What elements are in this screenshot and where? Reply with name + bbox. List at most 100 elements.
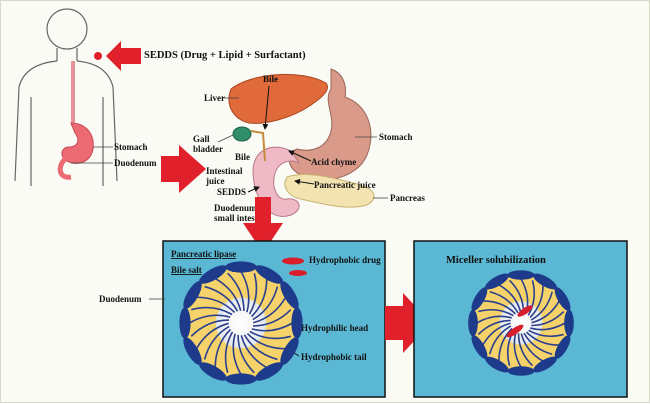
hydrophobic-tail (513, 332, 522, 368)
hydrophilic-head (485, 273, 509, 290)
intestinal-juice-label-1: Intestinal (206, 166, 243, 176)
hydrophobic-tail (528, 329, 564, 338)
hydrophilic-head (255, 362, 283, 381)
hydrophobic-tail (523, 332, 553, 355)
bile-side-label: Bile (235, 152, 250, 162)
hydrophilic-head (291, 307, 303, 339)
hydrophilic-head (179, 307, 191, 339)
hydrophobic-tail (530, 322, 566, 331)
gall-bladder (232, 126, 252, 142)
hydrophilic-head (280, 281, 299, 309)
hydrophobic-tail (203, 325, 230, 360)
hydrophobic-tail (498, 284, 522, 313)
micelle-left (179, 261, 303, 385)
gall-leader (217, 134, 234, 143)
hydrophilic-head (507, 270, 535, 280)
sedds-arrow (247, 186, 260, 193)
hydrophilic-head (199, 362, 227, 381)
hydrophobic-tail (530, 291, 553, 321)
hydrophilic-head (225, 261, 257, 273)
solubilization-arrow (385, 293, 431, 353)
hydrophobic-tail (240, 271, 250, 313)
hydrophobic-tail (253, 296, 287, 324)
hydrophilic-head (225, 373, 257, 385)
duodenum-small-label-2: small intestine (214, 213, 269, 223)
human-body-outline (14, 8, 118, 186)
hydrophobic-tail (489, 291, 519, 314)
hydrophobic-tail (525, 331, 560, 346)
acid-chyme-label: Acid chyme (311, 157, 356, 167)
hydrophilic-head (199, 265, 227, 284)
hydrophilic-head (183, 281, 202, 309)
hydrophilic-head (507, 366, 535, 376)
hydrophobic-tail (252, 286, 279, 321)
hydrophobic-tail (214, 328, 232, 368)
hydrophilic-head (564, 309, 574, 337)
micelle-title: Miceller solubilization (446, 255, 546, 266)
hydrophilic-head (183, 337, 202, 365)
hydrophilic-head (554, 287, 571, 311)
hydrophobic-tail (252, 309, 292, 327)
hydrophilic-head (471, 287, 488, 311)
body-digestive-tract (57, 61, 94, 180)
hydrophobic-tail (240, 335, 268, 369)
sedds-formula-label: SEDDS (Drug + Lipid + Surfactant) (144, 50, 306, 61)
hydrophobic-tail-label: Hydrophobic tail (301, 352, 367, 362)
hydrophilic-head (280, 337, 299, 365)
liver (228, 74, 328, 124)
hydrophilic-head (468, 309, 478, 337)
hydrophobic-tail (251, 322, 293, 332)
micelle-right (468, 270, 574, 376)
hydrophobic-tail (520, 333, 544, 362)
duodenum-left-label: Duodenum (99, 294, 142, 304)
hydrophobic-tail (195, 322, 229, 350)
hydrophilic-head (554, 335, 571, 359)
hydrophobic-tail (246, 332, 286, 350)
hydrophobic-tail (531, 300, 560, 324)
hydrophobic-tail (531, 311, 565, 327)
hydrophobic-tail (489, 325, 512, 355)
hydrophilic-head (471, 335, 488, 359)
hydrophobic-tail (478, 308, 514, 317)
hydrophobic-tail (190, 319, 230, 337)
body-duodenum-label: Duodenum (114, 158, 157, 168)
duodenum-small-label-1: Duodenum of (214, 203, 267, 213)
body-to-organs-arrow (161, 145, 206, 193)
bile-salt-label: Bile salt (171, 265, 202, 275)
acid-chyme-arrow (288, 150, 312, 162)
hydrophobic-tail (227, 272, 245, 312)
hydrophobic-tail (204, 285, 239, 312)
hydrophobic-tail (232, 333, 242, 375)
hydrophobic-tail (196, 296, 236, 314)
intestinal-juice-label-2: juice (205, 176, 225, 186)
hydrophobic-tail (214, 277, 242, 311)
hydrophobic-tail (250, 278, 268, 318)
hydrophobic-tail (249, 330, 291, 340)
bile-top-arrow (262, 85, 270, 130)
hydrophilic-head (255, 265, 283, 284)
hydrophobic-tail (529, 284, 544, 319)
hydrophobic-tail (237, 334, 255, 374)
hydrophobic-tail (476, 315, 512, 324)
encapsulated-drug (506, 324, 524, 338)
hydrophilic-head (533, 273, 557, 290)
hydrophilic-head-label: Hydrophilic head (301, 323, 368, 333)
mouth-dot (94, 52, 102, 60)
hydrophobic-tail (477, 319, 511, 335)
drug-particle-2 (289, 270, 307, 276)
hydrophobic-tail (527, 280, 536, 316)
hydrophobic-tail (189, 314, 231, 324)
body-stomach-label: Stomach (114, 142, 148, 152)
hydrophobic-tail (191, 306, 233, 316)
hydrophobic-tail (243, 334, 278, 361)
gall-label-2: bladder (193, 144, 223, 154)
bile-duct (250, 130, 266, 162)
hydrophobic-tail (517, 333, 533, 367)
hydrophobic-tail (498, 327, 513, 362)
hydrophobic-drug-label: Hydrophobic drug (309, 255, 381, 265)
liver-label: Liver (204, 93, 225, 103)
drug-particle-1 (282, 257, 304, 265)
hydrophobic-tail (482, 300, 517, 315)
